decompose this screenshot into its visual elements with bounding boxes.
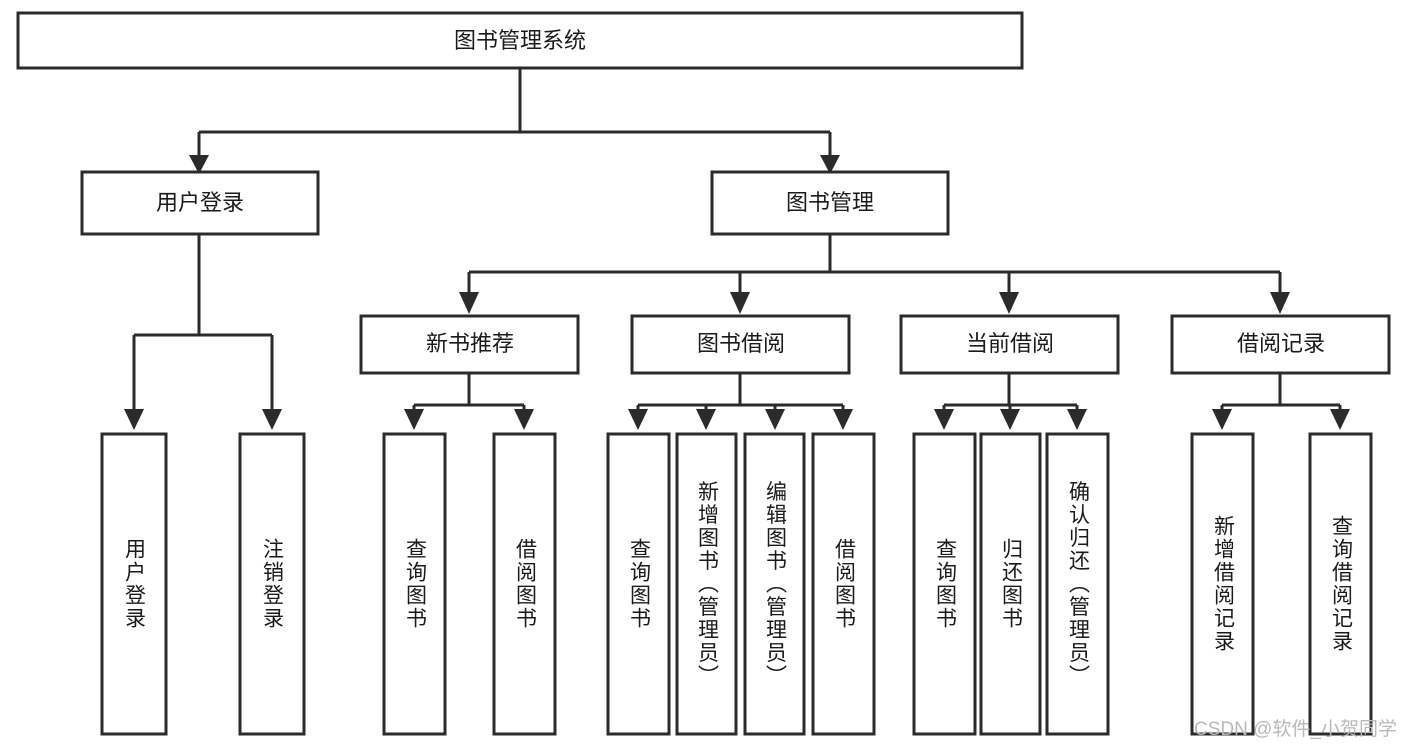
leaf-br-add-record-box[interactable] xyxy=(1190,432,1255,736)
leaf-bb-edit-book-admin-box[interactable] xyxy=(743,432,806,736)
leaf-nbr-query-book-box[interactable] xyxy=(382,432,447,736)
arrow-bb-leaf3 xyxy=(765,409,785,430)
leaf-nbr-query-book[interactable]: 查询图书 xyxy=(382,432,447,736)
arrow-br-leaf2 xyxy=(1330,409,1350,430)
connectors-current-borrow-children xyxy=(934,373,1087,430)
leaf-cb-confirm-return-admin-label: 确认归还（管理员） xyxy=(1067,481,1091,688)
arrow-user-login xyxy=(189,155,209,174)
arrow-br-leaf1 xyxy=(1212,409,1232,430)
arrow-cb-leaf3 xyxy=(1067,409,1087,430)
arrow-cb-leaf2 xyxy=(1000,409,1020,430)
leaf-nbr-borrow-book[interactable]: 借阅图书 xyxy=(492,432,557,736)
leaf-user-login-logout-label: 注销登录 xyxy=(261,538,285,630)
node-root-box[interactable] xyxy=(16,11,1024,70)
leaf-bb-query-book-label: 查询图书 xyxy=(628,538,652,630)
leaf-bb-query-book[interactable]: 查询图书 xyxy=(606,432,671,736)
connectors-borrow-record-children xyxy=(1212,373,1350,430)
leaf-bb-add-book-admin-box[interactable] xyxy=(675,432,738,736)
connectors-level1-to-2 xyxy=(189,68,840,174)
leaf-user-login-logout-box[interactable] xyxy=(238,432,306,736)
leaf-bb-borrow-book[interactable]: 借阅图书 xyxy=(811,432,876,736)
node-book-management-label: 图书管理 xyxy=(786,190,874,215)
arrow-bb-leaf4 xyxy=(833,409,853,430)
connectors-new-book-children xyxy=(404,373,534,430)
leaf-user-login-logout[interactable]: 注销登录 xyxy=(238,432,306,736)
node-root-label: 图书管理系统 xyxy=(454,28,586,53)
leaf-user-login-login[interactable]: 用户登录 xyxy=(100,432,168,736)
connectors-user-login-children xyxy=(124,235,282,430)
node-current-borrow[interactable]: 当前借阅 xyxy=(899,314,1120,375)
arrow-leaf-logout xyxy=(262,409,282,430)
leaf-cb-confirm-return-admin-box[interactable] xyxy=(1045,432,1110,736)
leaf-cb-query-book-box[interactable] xyxy=(912,432,977,736)
leaf-cb-confirm-return-admin[interactable]: 确认归还（管理员） xyxy=(1045,432,1110,736)
leaf-nbr-borrow-book-label: 借阅图书 xyxy=(514,538,538,630)
leaf-bb-borrow-book-label: 借阅图书 xyxy=(833,538,857,630)
leaf-user-login-login-label: 用户登录 xyxy=(123,538,147,630)
node-new-book-recommend[interactable]: 新书推荐 xyxy=(359,314,580,375)
arrow-borrow-record xyxy=(1270,292,1290,314)
arrow-cb-leaf1 xyxy=(934,409,954,430)
leaf-br-add-record-label: 新增借阅记录 xyxy=(1212,515,1236,653)
leaf-bb-add-book-admin-label: 新增图书（管理员） xyxy=(696,481,720,688)
connectors-book-mgmt-children xyxy=(459,235,1290,314)
leaf-user-login-login-box[interactable] xyxy=(100,432,168,736)
arrow-bb-leaf2 xyxy=(696,409,716,430)
node-new-book-recommend-label: 新书推荐 xyxy=(426,331,514,356)
node-current-borrow-box[interactable] xyxy=(899,314,1120,375)
node-book-management[interactable]: 图书管理 xyxy=(710,170,950,236)
arrow-new-book-recommend xyxy=(459,292,479,314)
leaf-cb-query-book[interactable]: 查询图书 xyxy=(912,432,977,736)
arrow-nbr-leaf1 xyxy=(404,409,424,430)
node-book-borrow[interactable]: 图书借阅 xyxy=(630,314,851,375)
arrow-book-mgmt xyxy=(820,155,840,174)
leaf-br-query-record[interactable]: 查询借阅记录 xyxy=(1308,432,1373,736)
node-borrow-record[interactable]: 借阅记录 xyxy=(1170,314,1391,375)
node-borrow-record-box[interactable] xyxy=(1170,314,1391,375)
node-current-borrow-label: 当前借阅 xyxy=(966,331,1054,356)
leaf-cb-return-book[interactable]: 归还图书 xyxy=(979,432,1042,736)
node-root-system[interactable]: 图书管理系统 xyxy=(16,11,1024,70)
node-user-login[interactable]: 用户登录 xyxy=(80,170,320,236)
node-book-management-box[interactable] xyxy=(710,170,950,236)
node-user-login-label: 用户登录 xyxy=(156,190,244,215)
leaf-bb-add-book-admin[interactable]: 新增图书（管理员） xyxy=(675,432,738,736)
arrow-book-borrow xyxy=(730,292,750,314)
leaf-br-query-record-box[interactable] xyxy=(1308,432,1373,736)
arrow-nbr-leaf2 xyxy=(514,409,534,430)
connectors-book-borrow-children xyxy=(628,373,853,430)
node-borrow-record-label: 借阅记录 xyxy=(1237,331,1325,356)
leaf-nbr-borrow-book-box[interactable] xyxy=(492,432,557,736)
node-user-login-box[interactable] xyxy=(80,170,320,236)
leaf-bb-query-book-box[interactable] xyxy=(606,432,671,736)
node-book-borrow-box[interactable] xyxy=(630,314,851,375)
node-new-book-recommend-box[interactable] xyxy=(359,314,580,375)
arrow-bb-leaf1 xyxy=(628,409,648,430)
leaf-br-add-record[interactable]: 新增借阅记录 xyxy=(1190,432,1255,736)
leaf-bb-edit-book-admin[interactable]: 编辑图书（管理员） xyxy=(743,432,806,736)
leaf-br-query-record-label: 查询借阅记录 xyxy=(1330,515,1354,653)
leaf-cb-return-book-label: 归还图书 xyxy=(1000,538,1024,630)
leaf-cb-return-book-box[interactable] xyxy=(979,432,1042,736)
leaf-nbr-query-book-label: 查询图书 xyxy=(404,538,428,630)
leaf-cb-query-book-label: 查询图书 xyxy=(934,538,958,630)
node-book-borrow-label: 图书借阅 xyxy=(697,331,785,356)
leaf-bb-borrow-book-box[interactable] xyxy=(811,432,876,736)
arrow-current-borrow xyxy=(999,292,1019,314)
arrow-leaf-user-login xyxy=(124,409,144,430)
leaf-bb-edit-book-admin-label: 编辑图书（管理员） xyxy=(764,481,788,688)
